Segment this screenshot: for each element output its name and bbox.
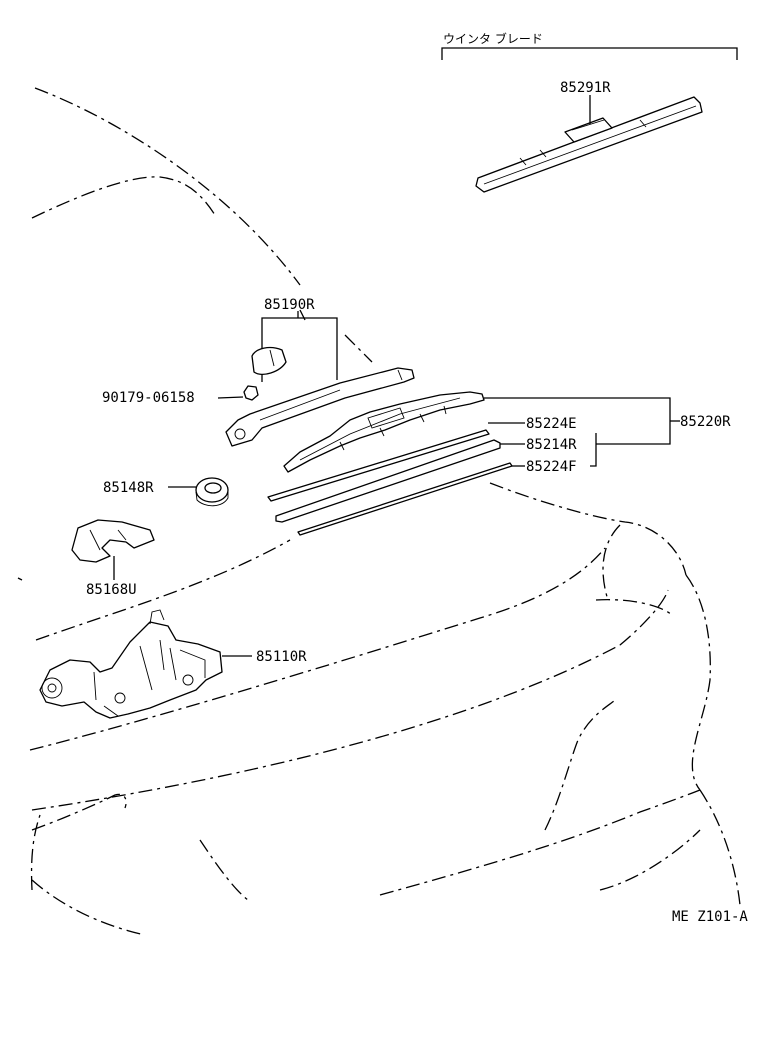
label-85291R[interactable]: 85291R [560, 80, 611, 96]
label-85190R[interactable]: 85190R [264, 297, 315, 313]
wiper-blade-assembly[interactable] [283, 391, 485, 473]
wiper-arm-cap[interactable] [251, 346, 287, 376]
label-90179-06158[interactable]: 90179-06158 [102, 390, 195, 406]
nut-part[interactable] [217, 385, 259, 401]
label-85214R[interactable]: 85214R [526, 437, 577, 453]
diagram-code: ME Z101-A [672, 909, 748, 925]
label-85148R[interactable]: 85148R [103, 480, 154, 496]
label-85110R[interactable]: 85110R [256, 649, 307, 665]
wiper-arm-part[interactable] [225, 367, 415, 447]
label-85224F[interactable]: 85224F [526, 459, 577, 475]
label-85224E[interactable]: 85224E [526, 416, 577, 432]
winter-blade-label: ウインタ ブレード [443, 31, 543, 46]
part-labels: 85291R 85190R 90179-06158 85224E 85220R … [86, 80, 748, 925]
blade-rubbers[interactable] [267, 429, 513, 536]
vehicle-body-outline [17, 87, 741, 936]
label-85168U[interactable]: 85168U [86, 582, 137, 598]
cover-part[interactable] [71, 519, 155, 580]
grommet-part[interactable] [168, 477, 229, 507]
label-85220R[interactable]: 85220R [680, 414, 731, 430]
winter-blade-bracket: ウインタ ブレード [441, 31, 738, 60]
winter-blade-part[interactable] [475, 95, 703, 193]
blade-callouts [484, 397, 680, 467]
wiper-motor-part[interactable] [39, 609, 252, 719]
